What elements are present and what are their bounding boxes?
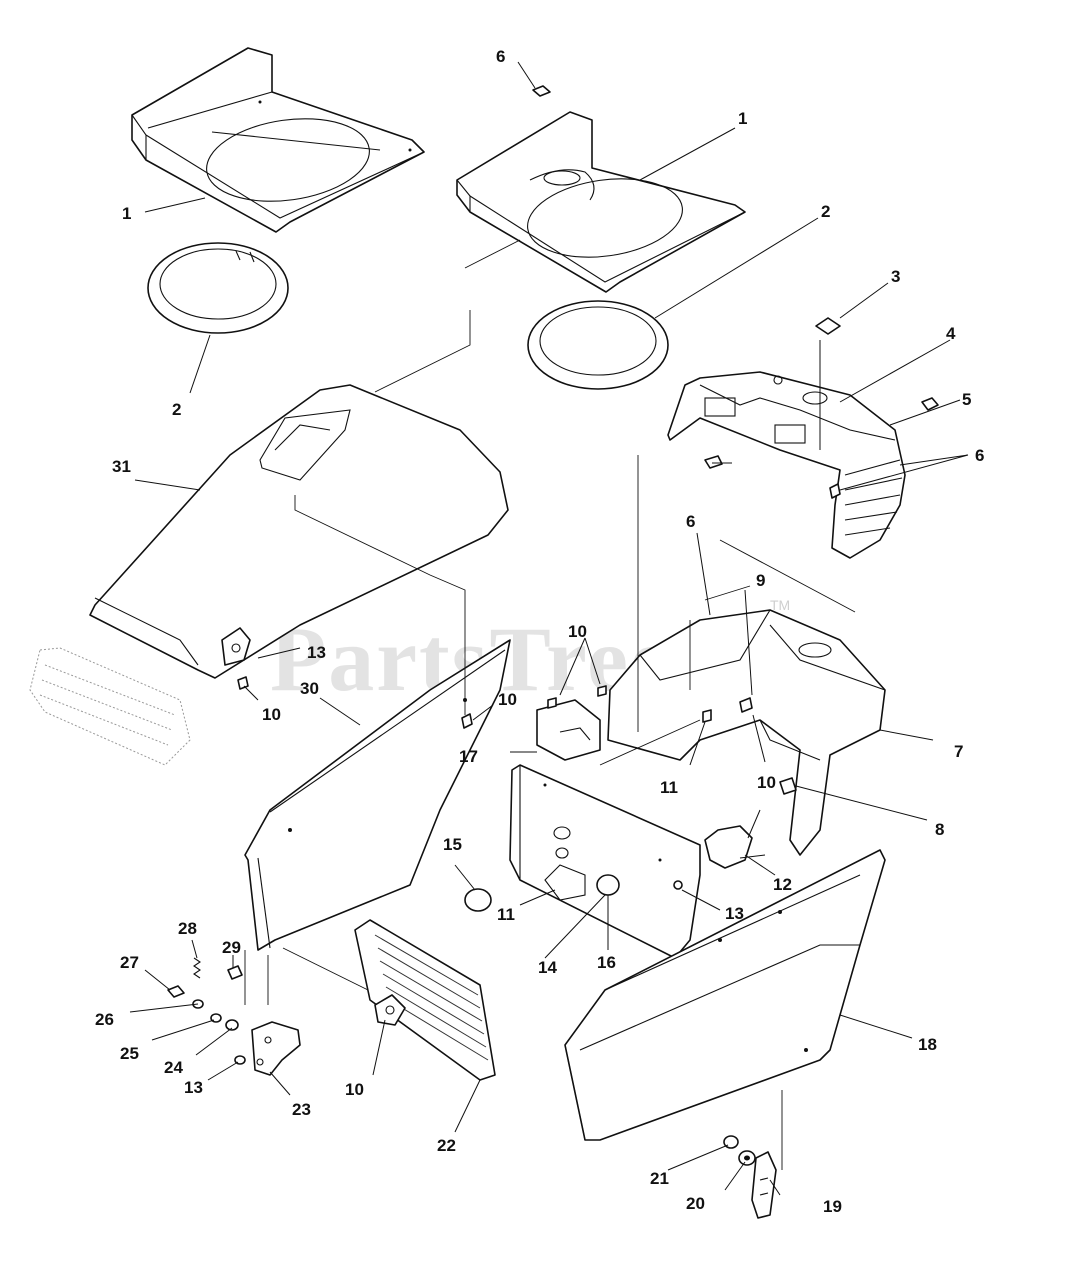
- callout-9: 9: [756, 571, 765, 590]
- callout-31: 31: [112, 457, 131, 476]
- callout-13-panel: 13: [725, 904, 744, 923]
- callout-10-panel: 10: [498, 690, 517, 709]
- part-9-screw: [739, 697, 753, 713]
- part-30-side-panel-left: [244, 639, 511, 951]
- callout-2-right: 2: [821, 202, 830, 221]
- part-18-front-skirt: [564, 849, 886, 1141]
- callout-6-middle: 6: [686, 512, 695, 531]
- callout-5: 5: [962, 390, 971, 409]
- leader-lines: [129, 61, 969, 1196]
- callout-8: 8: [935, 820, 944, 839]
- callout-21: 21: [650, 1169, 669, 1188]
- callout-24: 24: [164, 1058, 183, 1077]
- part-2-left-ring: [147, 242, 289, 334]
- part-1-left-seat-pan: [131, 47, 425, 233]
- callout-23: 23: [292, 1100, 311, 1119]
- part-12-bracket: [704, 825, 753, 869]
- callout-15: 15: [443, 835, 462, 854]
- callout-27: 27: [120, 953, 139, 972]
- part-8-fastener: [779, 777, 797, 795]
- part-28-spring: [193, 957, 201, 979]
- part-13-nut-panel: [673, 880, 683, 890]
- part-22-grille: [354, 919, 496, 1081]
- callout-12: 12: [773, 875, 792, 894]
- part-10-screw-a: [461, 713, 473, 729]
- callout-11-panel: 11: [497, 905, 515, 924]
- part-1-right-seat-pan: [456, 111, 746, 293]
- callout-10-bracket: 10: [757, 773, 776, 792]
- callout-17: 17: [459, 747, 478, 766]
- callout-10-grille: 10: [345, 1080, 364, 1099]
- part-10-screw-c: [597, 685, 607, 697]
- part-27-bolt: [167, 985, 185, 998]
- part-14-firewall-panel: [509, 764, 701, 959]
- callout-7: 7: [954, 742, 963, 761]
- part-23-hinge-bracket: [251, 1021, 301, 1076]
- part-5-screw: [921, 397, 939, 411]
- callout-16: 16: [597, 953, 616, 972]
- part-20-washer: [738, 1150, 756, 1166]
- part-2-right-ring: [527, 300, 669, 390]
- callout-29: 29: [222, 938, 241, 957]
- part-3-pad: [815, 317, 841, 335]
- callout-30: 30: [300, 679, 319, 698]
- callout-1-left: 1: [122, 204, 131, 223]
- part-11-screw: [702, 709, 712, 723]
- part-6-clip-a: [704, 455, 723, 469]
- part-19-latch-bracket: [751, 1151, 777, 1219]
- callout-labels: 1 1 2 2 3 4 5 6 6 6 7 8 9 10 10 10 10 10…: [95, 47, 984, 1216]
- part-4-dash-panel: [667, 371, 906, 559]
- callout-14: 14: [538, 958, 557, 977]
- callout-13-hood: 13: [307, 643, 326, 662]
- part-6-clip-top: [532, 85, 551, 97]
- callout-3: 3: [891, 267, 900, 286]
- callout-6-right: 6: [975, 446, 984, 465]
- callout-1-right: 1: [738, 109, 747, 128]
- part-15-grommet: [464, 888, 492, 912]
- callout-13-hinge: 13: [184, 1078, 203, 1097]
- callout-18: 18: [918, 1035, 937, 1054]
- part-6-clip-b: [829, 483, 841, 499]
- assembly-lines: [244, 239, 856, 1170]
- callout-25: 25: [120, 1044, 139, 1063]
- callout-20: 20: [686, 1194, 705, 1213]
- callout-4: 4: [946, 324, 956, 343]
- part-29-clip: [227, 965, 243, 980]
- callout-2-left: 2: [172, 400, 181, 419]
- part-10-screw-hood: [237, 676, 249, 690]
- callout-28: 28: [178, 919, 197, 938]
- part-31-hood: [89, 384, 509, 679]
- callout-6-top: 6: [496, 47, 505, 66]
- part-16-grommet: [596, 874, 620, 896]
- part-24-nut: [225, 1019, 239, 1031]
- part-10-screw-b: [547, 697, 557, 709]
- callout-10-top: 10: [568, 622, 587, 641]
- callout-11-top: 11: [660, 778, 678, 797]
- callout-19: 19: [823, 1197, 842, 1216]
- callout-22: 22: [437, 1136, 456, 1155]
- callout-10-hood: 10: [262, 705, 281, 724]
- ghost-grille-outline: [29, 647, 191, 766]
- watermark-trademark: TM: [770, 597, 790, 613]
- part-17-bracket: [536, 699, 601, 761]
- callout-26: 26: [95, 1010, 114, 1029]
